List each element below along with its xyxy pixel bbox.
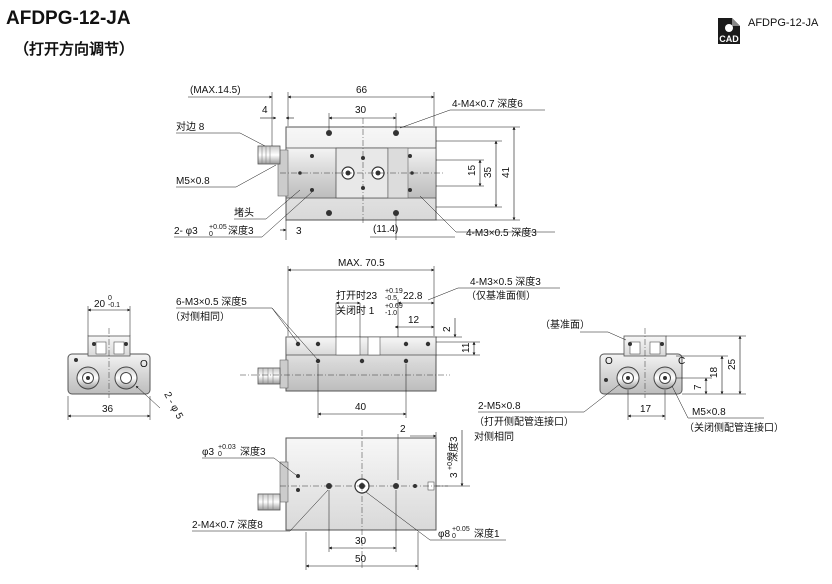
dim-7: 7 xyxy=(693,384,704,390)
left-end-view: O xyxy=(67,328,151,398)
open-tol-lower: -0.5 xyxy=(385,295,397,302)
label-pin-hole-bottom: φ3 xyxy=(202,447,214,458)
page-subtitle: （打开方向调节） xyxy=(14,41,135,58)
bottom-view xyxy=(257,430,448,570)
right-end-letter-c: C xyxy=(678,356,685,367)
label-pin-hole-top: 2- φ3 xyxy=(174,226,198,237)
bottom-view-dimensions: φ3 +0.03 0 深度3 2-M4×0.7 深度8 2 3 +0.03 深度… xyxy=(192,424,506,570)
label-tap-m3-side: 6-M3×0.5 深度5 xyxy=(176,295,247,308)
close-tol-upper: +0.69 xyxy=(385,303,403,310)
pin-tol-lower: 0 xyxy=(209,231,213,238)
dim-50: 50 xyxy=(355,554,367,565)
label-port-open-desc: （打开侧配管连接口） xyxy=(474,415,574,428)
label-side-pin-depth: 深度3 xyxy=(447,436,460,462)
dim-20-tol-upper: 0 xyxy=(108,295,112,302)
side-pin-tol: +0.03 xyxy=(447,452,454,470)
cad-download-icon[interactable]: CAD xyxy=(712,16,742,46)
dim-4: 4 xyxy=(262,105,268,116)
label-tap-m3-top: 4-M3×0.5 深度3 xyxy=(466,226,537,239)
dim-25: 25 xyxy=(727,358,738,370)
dim-3-top: 3 xyxy=(296,226,302,237)
label-port-open: 2-M5×0.8 xyxy=(478,401,521,412)
right-end-view: O C xyxy=(599,328,685,398)
open-tol-upper: +0.19 xyxy=(385,288,403,295)
top-view xyxy=(257,118,445,225)
label-port-close-desc: （关闭侧配管连接口） xyxy=(684,421,784,434)
center-tol-lower: 0 xyxy=(452,533,456,540)
side-view xyxy=(240,336,450,392)
label-same-opposite: （对侧相同） xyxy=(170,310,230,323)
dim-35: 35 xyxy=(483,166,494,178)
dim-2-phi-5: 2 - φ 5 xyxy=(161,390,185,421)
dim-30-bottom: 30 xyxy=(355,536,367,547)
dim-20: 20 xyxy=(94,299,106,310)
label-pin-depth-top: 深度3 xyxy=(228,224,254,237)
dim-12: 12 xyxy=(408,315,420,326)
dim-2-side: 2 xyxy=(442,326,453,332)
dim-18: 18 xyxy=(709,366,720,378)
right-end-letter-o: O xyxy=(605,356,613,367)
dim-20-tol-lower: -0.1 xyxy=(108,302,120,309)
label-pin-depth-bottom: 深度3 xyxy=(240,445,266,458)
dim-22-8: 22.8 xyxy=(403,291,423,302)
bottom-pin-tol-lower: 0 xyxy=(218,451,222,458)
label-ref-face: （基准面） xyxy=(540,318,590,331)
bottom-pin-tol-upper: +0.03 xyxy=(218,444,236,451)
label-center-hole: φ8 xyxy=(438,529,450,540)
cad-model-label[interactable]: AFDPG-12-JA xyxy=(748,17,819,29)
dim-30-top: 30 xyxy=(355,105,367,116)
dim-11: 11 xyxy=(461,342,472,353)
dim-2-bottom: 2 xyxy=(400,424,406,435)
dim-66: 66 xyxy=(356,85,368,96)
dim-max-70-5: MAX. 70.5 xyxy=(338,258,385,269)
label-open: 打开时23 xyxy=(336,289,378,302)
label-plug: 堵头 xyxy=(234,206,254,219)
label-tap-m4-bottom: 2-M4×0.7 深度8 xyxy=(192,518,263,531)
label-close: 关闭时 1 xyxy=(336,304,375,317)
label-ref-face-only: （仅基准面侧） xyxy=(466,289,536,302)
label-tap-m4-top: 4-M4×0.7 深度6 xyxy=(452,97,523,110)
top-view-dimensions: (MAX.14.5) 66 4 30 4-M4×0.7 深度6 对边 8 M5×… xyxy=(174,85,555,240)
center-tol-upper: +0.05 xyxy=(452,526,470,533)
page-title: AFDPG-12-JA xyxy=(6,8,131,29)
label-center-depth: 深度1 xyxy=(474,527,500,540)
pin-tol-upper: +0.05 xyxy=(209,224,227,231)
label-tap-m3-ref: 4-M3×0.5 深度3 xyxy=(470,275,541,288)
dim-41: 41 xyxy=(501,166,512,178)
cad-badge-text: CAD xyxy=(719,34,739,44)
dim-40: 40 xyxy=(355,402,367,413)
close-tol-lower: -1.0 xyxy=(385,310,397,317)
dim-max-14-5: (MAX.14.5) xyxy=(190,85,241,96)
dim-36: 36 xyxy=(102,404,114,415)
label-port-close: M5×0.8 xyxy=(692,407,726,418)
dim-17: 17 xyxy=(640,404,652,415)
label-side-pin: 3 xyxy=(449,472,460,478)
dim-11-4: (11.4) xyxy=(373,224,398,235)
label-port-m5-top: M5×0.8 xyxy=(176,176,210,187)
dim-15: 15 xyxy=(467,164,478,176)
label-port-open-same: 对侧相同 xyxy=(474,430,514,443)
label-across-flats: 对边 8 xyxy=(176,120,205,133)
left-end-letter-o: O xyxy=(140,359,148,370)
right-end-dimensions: （基准面） 25 18 7 17 2-M5×0.8 （打开侧配管连接口） 对侧相… xyxy=(474,318,784,443)
side-view-dimensions: MAX. 70.5 打开时23 +0.19 -0.5 关闭时 1 +0.69 -… xyxy=(170,258,560,418)
